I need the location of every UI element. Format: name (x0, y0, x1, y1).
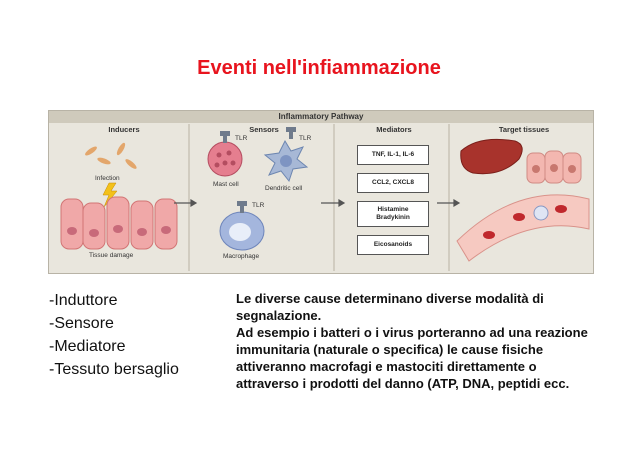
label-macrophage: Macrophage (223, 253, 260, 260)
mast-cell-icon (207, 131, 243, 177)
list-item: -Mediatore (49, 338, 126, 355)
label-infection: Infection (95, 175, 120, 182)
dendritic-cell-icon (263, 127, 309, 183)
inflammatory-pathway-figure: Inflammatory Pathway Inducers Sensors Me… (48, 110, 594, 274)
list-item: -Induttore (49, 292, 118, 309)
epithelial-cells-icon (60, 196, 178, 250)
component-list: -Induttore -Sensore -Mediatore -Tessuto … (49, 289, 179, 381)
figure-banner: Inflammatory Pathway (49, 111, 593, 123)
column-sensors: Sensors (249, 125, 279, 134)
list-item: -Sensore (49, 315, 114, 332)
list-item: -Tessuto bersaglio (49, 361, 179, 378)
label-mast-cell: Mast cell (213, 181, 239, 188)
blood-vessel-icon (456, 194, 590, 262)
arrow-icon (174, 198, 461, 208)
column-mediators: Mediators (376, 125, 412, 134)
figure-artwork (60, 124, 590, 271)
liver-icon (460, 138, 523, 175)
label-tlr-mast: TLR (235, 135, 248, 142)
column-target-tissues: Target tissues (498, 125, 550, 134)
label-tlr-dendritic: TLR (299, 135, 312, 142)
column-inducers: Inducers (108, 125, 140, 134)
label-dendritic-cell: Dendritic cell (265, 185, 303, 192)
mediator-box: Histamine Bradykinin (357, 201, 429, 227)
description-text: Le diverse cause determinano diverse mod… (236, 290, 596, 392)
mediator-box: CCL2, CXCL8 (357, 173, 429, 193)
target-cells-icon (526, 150, 582, 184)
label-tlr-macrophage: TLR (252, 202, 265, 209)
description-paragraph: Le diverse cause determinano diverse mod… (236, 291, 544, 323)
mediator-box: TNF, IL-1, IL-6 (357, 145, 429, 165)
description-paragraph: Ad esempio i batteri o i virus porterann… (236, 325, 588, 391)
slide-title: Eventi nell'infiammazione (197, 57, 441, 79)
bacteria-icon (85, 142, 137, 169)
mediator-box: Eicosanoids (357, 235, 429, 255)
label-tissue-damage: Tissue damage (89, 252, 134, 259)
macrophage-icon (219, 201, 265, 251)
